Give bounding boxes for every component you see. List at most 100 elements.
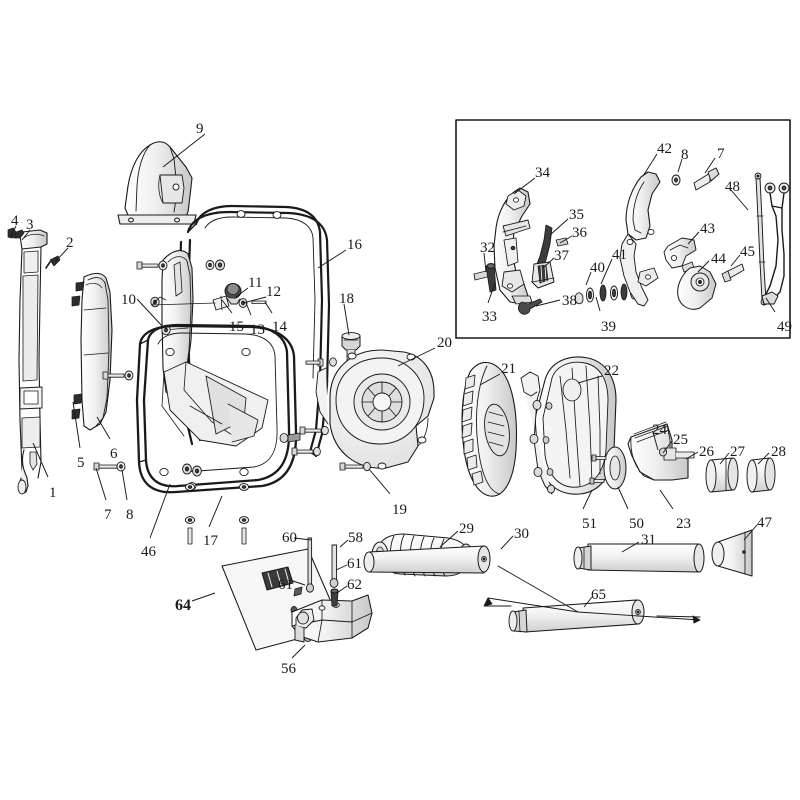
part-44-trigger-arm xyxy=(677,265,717,310)
parts-58-60-61-62-rods xyxy=(305,537,339,607)
leader-7 xyxy=(95,467,107,501)
leader-48 xyxy=(730,189,749,211)
callout-50: 50 xyxy=(629,516,644,532)
callout-2: 2 xyxy=(66,235,74,251)
leader-42 xyxy=(642,153,658,177)
leader-12 xyxy=(242,296,267,304)
leader-27 xyxy=(719,452,730,465)
leader-9 xyxy=(162,133,206,168)
leader-49 xyxy=(765,297,776,313)
callout-44: 44 xyxy=(711,251,726,267)
leader-65 xyxy=(583,596,593,608)
leader-8 xyxy=(121,469,128,501)
part-1-harness-strap xyxy=(17,229,48,495)
leader-35 xyxy=(549,218,569,236)
leader-58 xyxy=(339,539,349,548)
callout-4: 4 xyxy=(11,213,19,229)
part-10-left-rail xyxy=(161,250,194,397)
leader-38 xyxy=(535,299,561,307)
parts-27-28-collars xyxy=(705,457,776,493)
leader-34 xyxy=(513,177,536,195)
parts-8b-7b-fasteners xyxy=(671,167,720,191)
leader-51 xyxy=(582,489,593,510)
callout-8b: 8 xyxy=(681,147,689,163)
callout-14: 14 xyxy=(272,319,287,335)
part-31-long-tube xyxy=(573,543,705,573)
callout-10: 10 xyxy=(121,292,136,308)
callout-23: 23 xyxy=(676,516,691,532)
leader-28 xyxy=(757,452,770,465)
callout-60: 60 xyxy=(282,530,297,546)
callout-26: 26 xyxy=(699,444,714,460)
callout-28: 28 xyxy=(771,444,786,460)
parts-32-33-link-screw xyxy=(473,263,497,293)
callout-61: 61 xyxy=(347,556,362,572)
part-18-fuel-cap xyxy=(341,332,361,361)
callout-38: 38 xyxy=(562,293,577,309)
callout-56: 56 xyxy=(281,661,296,677)
callout-31: 31 xyxy=(641,532,656,548)
leader-20 xyxy=(397,347,436,367)
callout-19: 19 xyxy=(392,502,407,518)
callout-12: 12 xyxy=(266,284,281,300)
callout-9: 9 xyxy=(196,121,204,137)
leader-61 xyxy=(335,564,348,571)
callout-62: 62 xyxy=(347,577,362,593)
callout-25: 25 xyxy=(673,432,688,448)
part-43-cam-bracket xyxy=(663,237,697,273)
callout-24: 24 xyxy=(652,422,667,438)
callout-7b: 7 xyxy=(717,146,725,162)
leader-33 xyxy=(487,282,496,304)
part-37-switch-block xyxy=(531,261,555,289)
callout-30: 30 xyxy=(514,526,529,542)
part-42-control-plate xyxy=(619,171,661,307)
leader-41 xyxy=(600,258,613,285)
callout-8: 8 xyxy=(126,507,134,523)
callout-37: 37 xyxy=(554,248,569,264)
part-38-pin-lever xyxy=(518,298,543,315)
part-20-fan-housing xyxy=(315,349,435,470)
leader-62 xyxy=(336,585,348,594)
leader-45 xyxy=(730,254,741,267)
part-23-elbow-outlet xyxy=(627,421,695,481)
leader-19 xyxy=(368,468,391,495)
leader-16 xyxy=(317,249,347,269)
leader-23 xyxy=(659,489,674,510)
leader-43 xyxy=(687,231,700,245)
leader-25 xyxy=(662,440,673,454)
callout-17: 17 xyxy=(203,533,218,549)
part-9-upper-bracket xyxy=(117,141,197,225)
part-30-swivel-tube xyxy=(363,545,491,574)
part-2-screw xyxy=(45,255,61,269)
leader-44 xyxy=(697,260,710,273)
leader-10 xyxy=(136,298,164,328)
part-47-nozzle xyxy=(711,529,753,577)
callout-48: 48 xyxy=(725,179,740,195)
callout-46: 46 xyxy=(141,544,156,560)
callout-27: 27 xyxy=(730,444,745,460)
leader-32 xyxy=(483,252,487,273)
leader-13 xyxy=(245,302,252,316)
callout-42: 42 xyxy=(657,141,672,157)
leader-29 xyxy=(439,530,459,548)
leader-21 xyxy=(479,373,501,386)
assembly-arrows-65 xyxy=(483,565,701,624)
callout-13: 13 xyxy=(250,322,265,338)
parts-7-8-bolt-washer xyxy=(93,461,126,472)
callout-leader-lines xyxy=(9,133,776,659)
callout-64: 64 xyxy=(175,597,191,614)
callout-65: 65 xyxy=(591,587,606,603)
leader-64 xyxy=(191,592,216,602)
callout-45: 45 xyxy=(740,244,755,260)
callout-36: 36 xyxy=(572,225,587,241)
leader-50 xyxy=(617,486,629,510)
callout-29: 29 xyxy=(459,521,474,537)
callout-18: 18 xyxy=(339,291,354,307)
leader-3 xyxy=(21,229,31,241)
leader-61b xyxy=(289,579,306,586)
leader-31 xyxy=(621,541,640,553)
part-45-shoulder-screw xyxy=(721,263,745,283)
leader-30 xyxy=(500,535,514,550)
leader-22 xyxy=(577,375,603,384)
